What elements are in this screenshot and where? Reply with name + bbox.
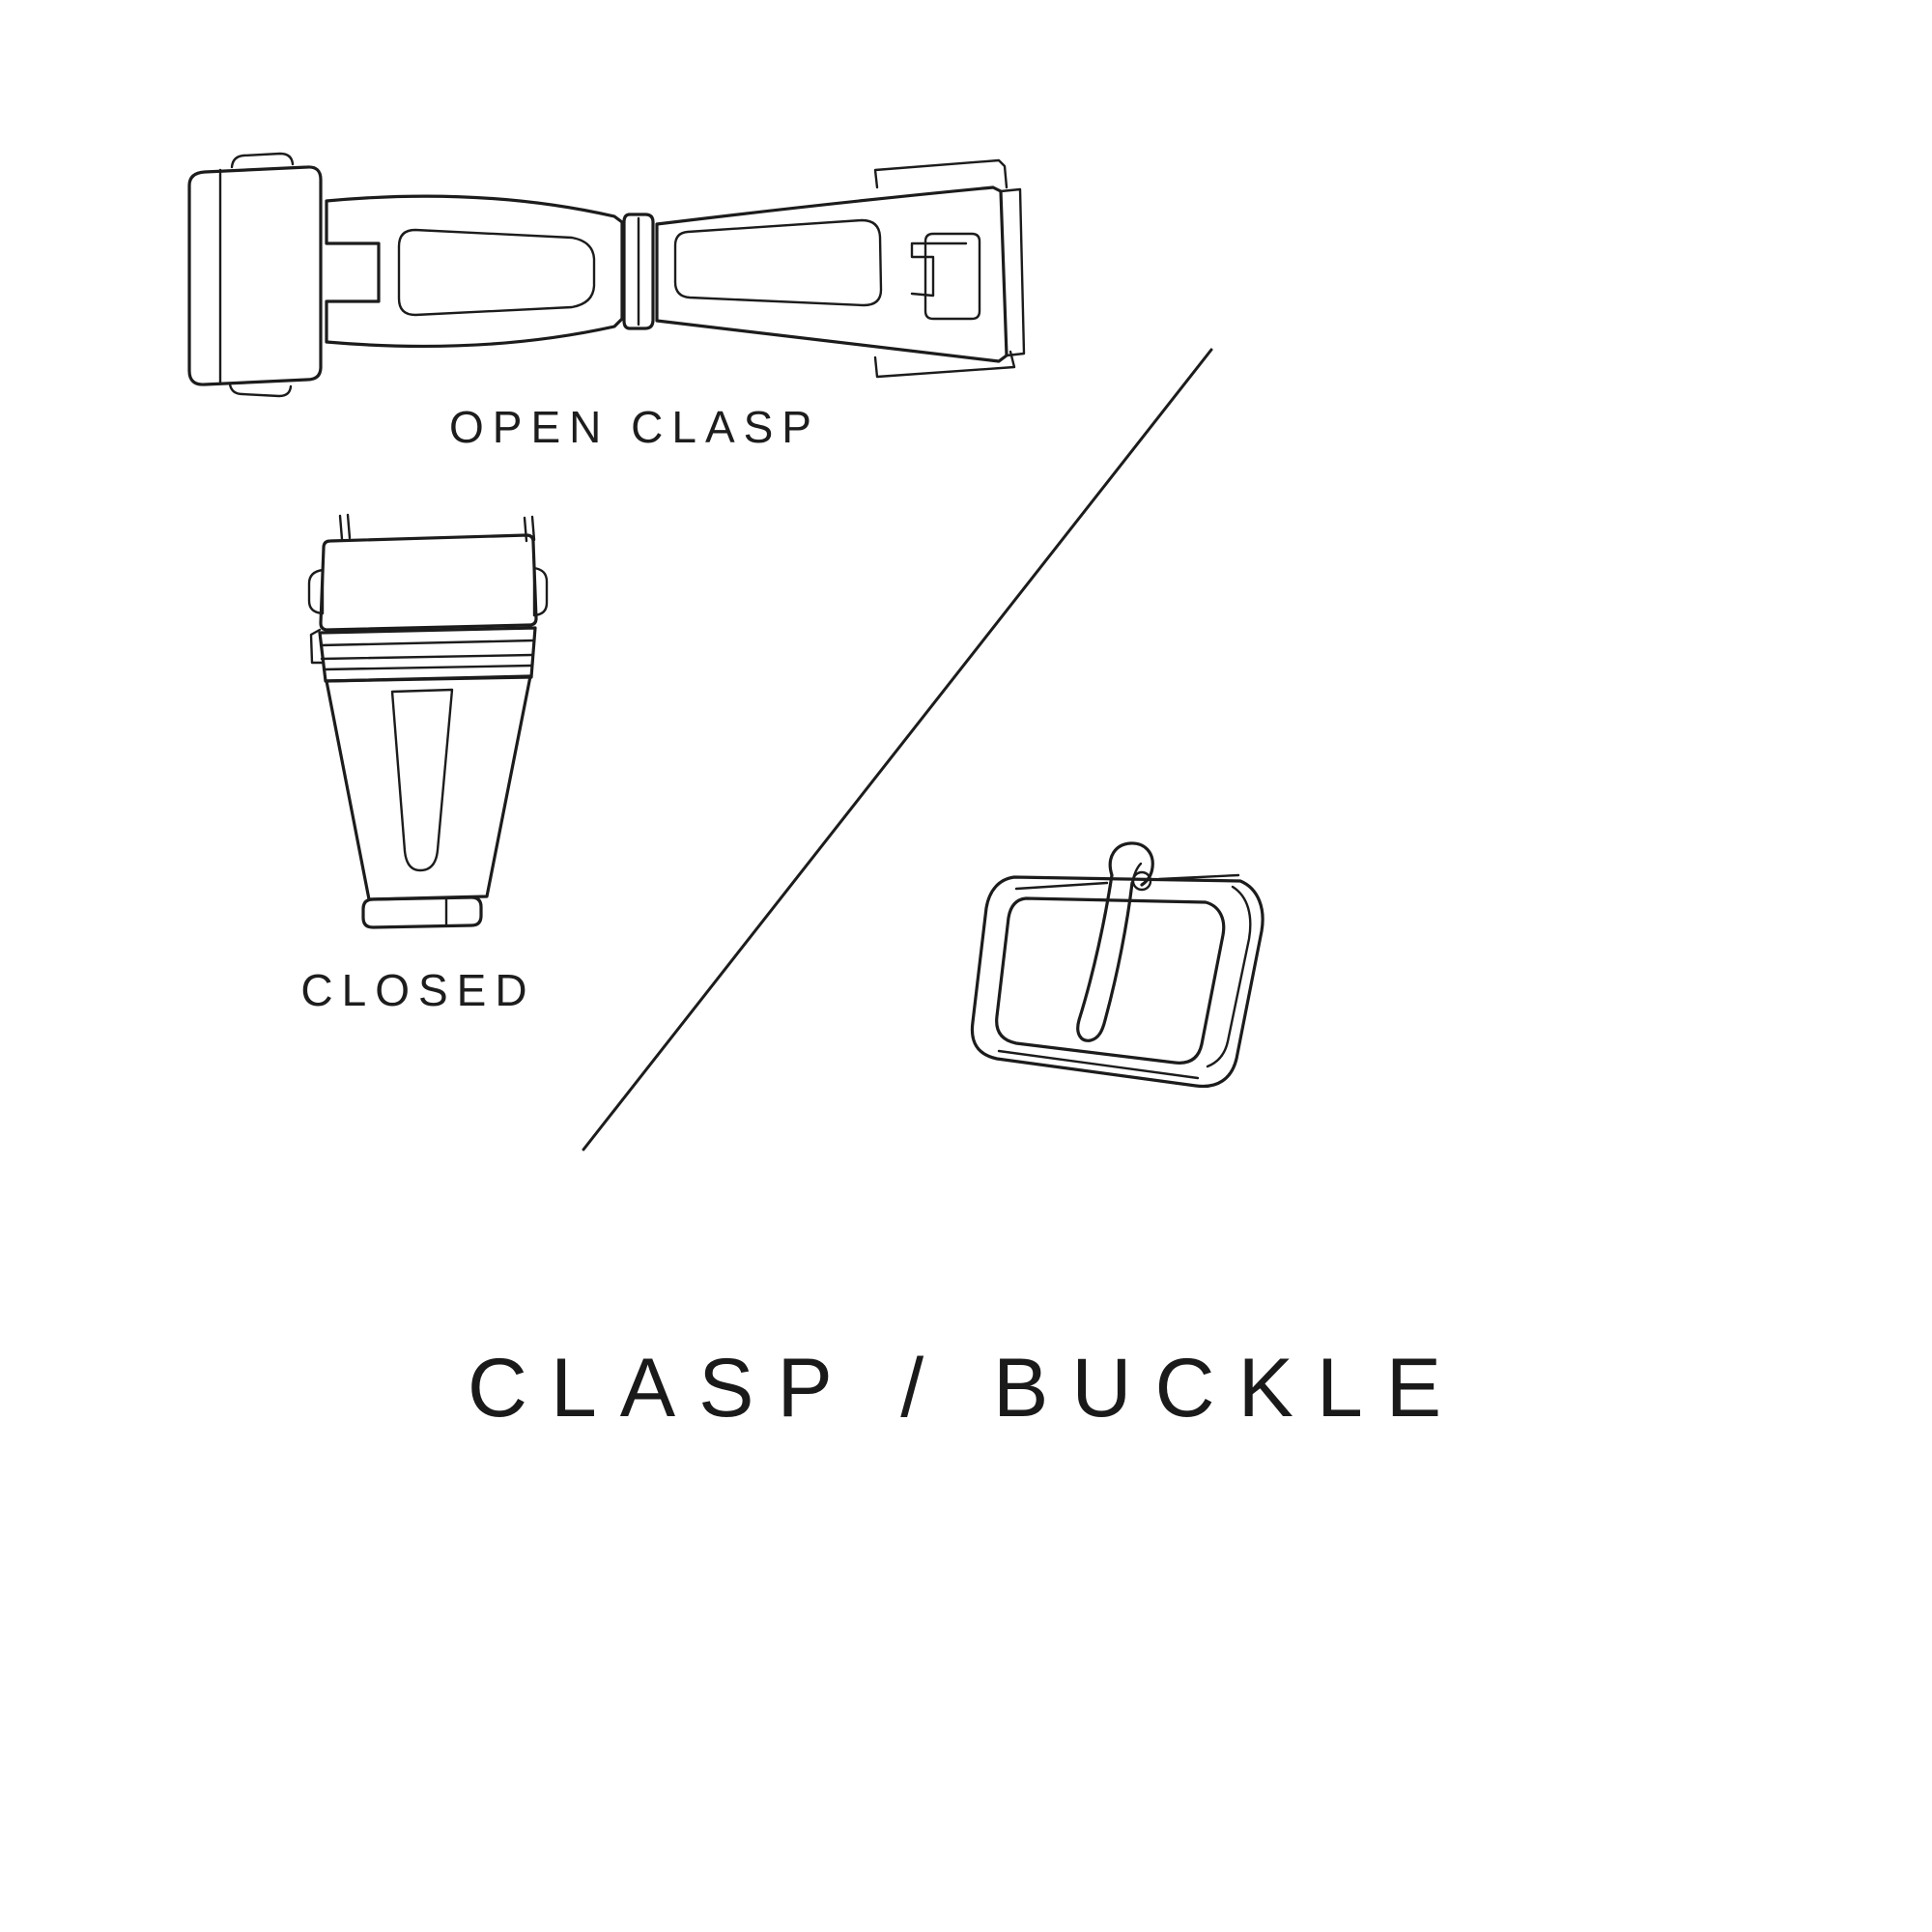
closed-clasp-band (309, 626, 537, 683)
closed-clasp-top-block (307, 533, 549, 632)
closed-clasp-label: CLOSED (300, 965, 536, 1015)
closed-clasp-bottom-cap (361, 895, 483, 929)
open-clasp-left-link (187, 152, 323, 398)
open-clasp-hinge (622, 213, 655, 330)
buckle-illustration (970, 841, 1264, 1089)
page-title: CLASP / BUCKLE (467, 1342, 1465, 1435)
closed-clasp-prongs (338, 513, 536, 543)
closed-clasp-illustration (307, 513, 549, 929)
divider-line (582, 348, 1213, 1151)
open-clasp-right-end (873, 158, 1026, 379)
open-clasp-right-blade (655, 185, 1009, 363)
buckle-frame (970, 875, 1264, 1089)
open-clasp-label: OPEN CLASP (449, 402, 820, 452)
closed-clasp-body (325, 674, 532, 901)
open-clasp-left-blade (325, 194, 624, 349)
open-clasp-illustration (187, 152, 1026, 398)
buckle-tongue (1076, 841, 1154, 1042)
